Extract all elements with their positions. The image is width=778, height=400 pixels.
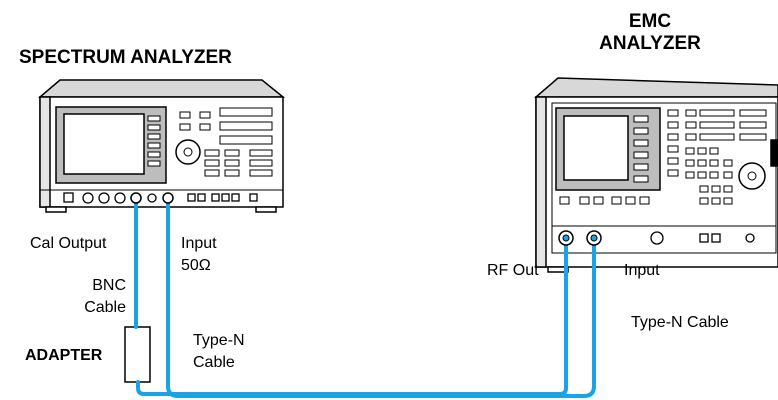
type-n-cable-right-label: Type-N Cable [631, 314, 729, 331]
spectrum-analyzer-foot-right [255, 206, 277, 213]
sa-input-label: Input [181, 235, 217, 252]
emc-input-label: Input [624, 262, 660, 279]
cal-output-label: Cal Output [30, 235, 107, 252]
type-n-cable-right [166, 196, 596, 398]
emc-analyzer-title-line2: ANALYZER [599, 33, 701, 54]
spectrum-analyzer-foot-left [45, 206, 67, 213]
emc-analyzer-bottom-ports [650, 231, 755, 245]
spectrum-analyzer-title: SPECTRUM ANALYZER [19, 47, 232, 68]
emc-analyzer-softkeys [633, 115, 649, 183]
spectrum-analyzer-keypad [179, 107, 273, 177]
sa-input-connector [162, 192, 174, 204]
emc-analyzer-side-strip [535, 96, 547, 268]
bnc-cable-label-line2: Cable [84, 299, 126, 316]
adapter-box [124, 326, 151, 383]
type-n-cable-left-label-line1: Type-N [193, 332, 245, 349]
emc-analyzer-display-buttons [559, 196, 650, 205]
emc-analyzer-title-line1: EMC [628, 11, 672, 32]
spectrum-analyzer-instrument [37, 79, 286, 213]
emc-analyzer-handle [770, 139, 778, 167]
cable-connectors [130, 192, 602, 246]
cal-output-connector [130, 192, 142, 204]
adapter-label: ADAPTER [25, 347, 103, 364]
spectrum-analyzer-screen [63, 113, 145, 175]
type-n-cable-left-label-line2: Cable [193, 354, 235, 371]
spectrum-analyzer-side-strip [39, 96, 51, 208]
emc-analyzer-keypad [667, 109, 767, 205]
spectrum-analyzer-softkeys [147, 115, 161, 167]
emc-analyzer-screen [563, 115, 629, 181]
spectrum-analyzer-top [37, 79, 286, 98]
rf-out-label: RF Out [487, 262, 539, 279]
bnc-cable-label-line1: BNC [92, 277, 126, 294]
emc-analyzer-instrument [533, 77, 778, 273]
sa-impedance-label: 50Ω [181, 257, 211, 274]
cables [134, 196, 596, 398]
emc-analyzer-top [533, 77, 778, 98]
